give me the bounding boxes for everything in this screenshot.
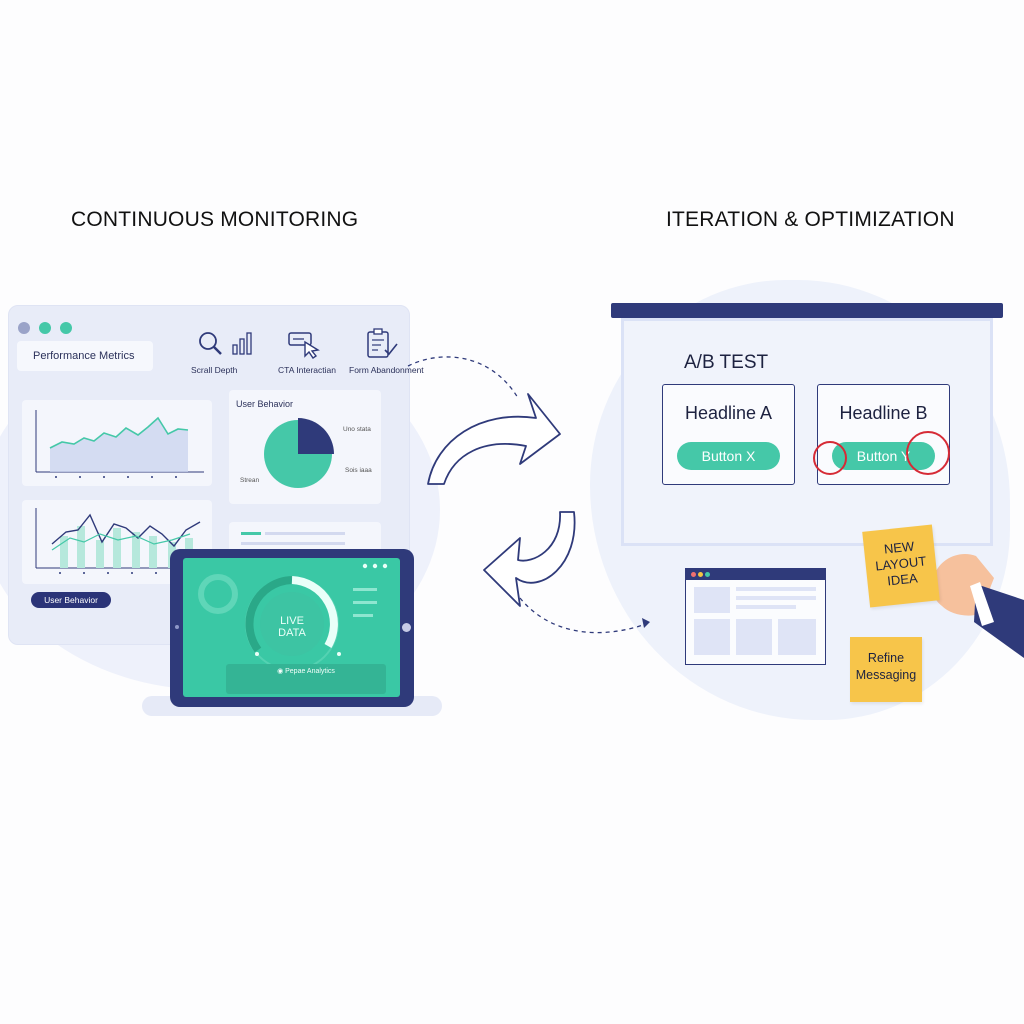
- highlight-circle-icon: [906, 431, 950, 475]
- list-line: [241, 532, 261, 535]
- list-line: [265, 532, 345, 535]
- window-dot-icon: [698, 572, 703, 577]
- cycle-arrows: [407, 356, 650, 634]
- window-dot-icon: [39, 322, 51, 334]
- wireframe-block: [778, 619, 816, 655]
- pie-label: Strean: [240, 477, 260, 484]
- wireframe-line: [736, 605, 796, 609]
- live-data-label: LIVE DATA: [278, 615, 306, 639]
- performance-metrics-header: Performance Metrics: [17, 341, 153, 371]
- tablet-camera-icon: [175, 625, 179, 629]
- metric-label-cta-interaction: CTA Interactian: [278, 365, 336, 375]
- wireframe-line: [736, 596, 816, 600]
- variant-a-card: Headline A Button X: [662, 384, 795, 485]
- wireframe-block: [736, 619, 772, 655]
- cursor-click-icon: [288, 332, 320, 359]
- window-dot-icon: [18, 322, 30, 334]
- analytics-icon: ◉: [277, 668, 286, 675]
- wireframe-title-bar: [686, 569, 825, 580]
- continuous-monitoring-title: CONTINUOUS MONITORING: [71, 208, 359, 231]
- analytics-bar: ◉ Pepae Analytics: [226, 664, 386, 694]
- metric-label-form-abandonment: Form Abandonment: [349, 365, 424, 375]
- metric-label-scroll-depth: Scrall Depth: [191, 365, 238, 375]
- user-behavior-card-title: User Behavior: [236, 399, 294, 409]
- window-dot-icon: [705, 572, 710, 577]
- list-line: [241, 542, 345, 545]
- clipboard-check-icon: [367, 328, 398, 358]
- board-top-bar: [611, 303, 1003, 318]
- sticky-note-refine-messaging: Refine Messaging: [850, 637, 922, 702]
- wireframe-block: [694, 619, 730, 655]
- iteration-optimization-title: ITERATION & OPTIMIZATION: [666, 208, 955, 231]
- ab-test-title: A/B TEST: [684, 352, 769, 373]
- note-line: Refine: [867, 651, 905, 665]
- line-chart: [35, 410, 204, 478]
- layout-wireframe-window: [685, 568, 826, 665]
- variant-b-headline: Headline B: [839, 403, 928, 423]
- magnifier-icon: [199, 332, 252, 355]
- variant-a-headline: Headline A: [684, 403, 773, 423]
- highlight-circle-icon: [813, 441, 847, 475]
- button-x[interactable]: Button X: [677, 442, 780, 470]
- list-card: [229, 522, 381, 552]
- sticky-note-new-layout: NEW LAYOUT IDEA: [862, 524, 940, 608]
- wireframe-block: [694, 587, 730, 613]
- window-dot-icon: [691, 572, 696, 577]
- tablet-home-button[interactable]: [402, 623, 411, 632]
- pie-label: Sois iaaa: [345, 467, 372, 474]
- user-behavior-pill[interactable]: User Behavior: [31, 592, 111, 608]
- window-dot-icon: [60, 322, 72, 334]
- pie-label: Uno stata: [343, 426, 371, 433]
- pie-chart: [264, 418, 334, 488]
- wireframe-line: [736, 587, 816, 591]
- hand-icon: [931, 554, 1024, 658]
- note-line: Messaging: [855, 668, 917, 682]
- live-data-gauge: [198, 563, 388, 671]
- analytics-label: Pepae Analytics: [285, 668, 335, 675]
